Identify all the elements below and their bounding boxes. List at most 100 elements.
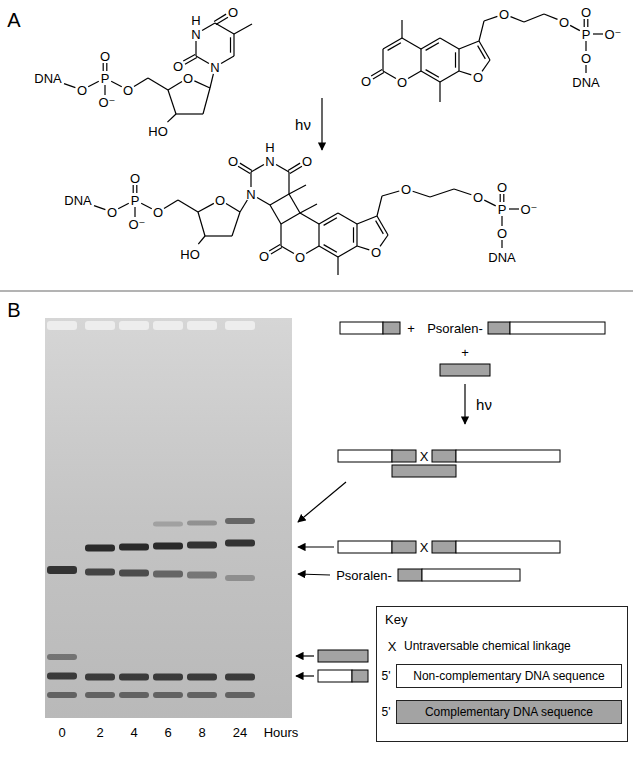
atom-label: O — [499, 8, 509, 21]
atom-label: H — [265, 141, 274, 154]
atom-label: O — [228, 155, 238, 168]
gel-well — [119, 321, 149, 330]
gel-well — [187, 321, 217, 330]
bond-line — [459, 71, 471, 75]
atom-label: O — [473, 191, 483, 204]
bond-line — [257, 198, 270, 205]
atom-label: P — [498, 203, 507, 216]
atom-label: O — [497, 181, 507, 194]
bond-line — [426, 43, 439, 51]
strand-label: Psoralen- — [427, 322, 483, 335]
gel-band — [153, 692, 183, 698]
bond-line — [94, 206, 105, 210]
bond-line — [270, 205, 281, 224]
bond-line — [501, 240, 502, 248]
gel-band — [119, 692, 149, 698]
bond-line — [439, 82, 440, 102]
bond-line — [300, 204, 317, 213]
bond-line — [300, 213, 319, 224]
bond-line — [338, 213, 357, 224]
panel-letter: B — [7, 300, 20, 320]
chemical-bonds — [64, 14, 603, 275]
bond-line — [240, 163, 252, 170]
gel-band — [119, 674, 149, 681]
dna-strand-bar — [352, 670, 368, 682]
atom-label: O — [361, 75, 371, 88]
dna-strand-bar — [338, 450, 392, 462]
bond-line — [587, 19, 588, 27]
bond-line — [544, 14, 558, 19]
bond-line — [510, 17, 524, 22]
bond-line — [430, 189, 454, 197]
atom-label: O — [397, 76, 407, 89]
bond-line — [500, 194, 501, 202]
gel-well — [225, 321, 255, 330]
bond-line — [271, 248, 282, 254]
dna-strand-bar — [488, 322, 510, 334]
bond-line — [214, 14, 226, 21]
dna-strand-bar — [432, 450, 456, 462]
strand-end-label: 5' — [382, 670, 391, 682]
panel-divider — [0, 290, 633, 292]
atom-label: O — [107, 206, 117, 219]
bond-line — [289, 194, 300, 213]
atom-label: DNA — [572, 76, 599, 89]
bond-line — [168, 90, 176, 114]
bond-line — [420, 49, 421, 71]
strand-end-label: 5' — [382, 706, 391, 718]
atom-label: DNA — [64, 194, 91, 207]
plus-sign: + — [461, 346, 469, 359]
lane-label: 6 — [164, 726, 171, 739]
bond-line — [198, 236, 205, 244]
bond-line — [593, 33, 603, 34]
dna-strand-bar — [392, 541, 416, 553]
dna-strand-bar — [392, 465, 456, 477]
atom-label: O — [581, 52, 591, 65]
atom-label: O⁻ — [129, 218, 146, 231]
gel-band — [187, 521, 217, 526]
key-heading: Key — [377, 607, 415, 632]
bond-line — [88, 81, 99, 87]
bond-line — [357, 216, 377, 224]
bond-line — [503, 194, 504, 202]
atom-label: O — [302, 155, 312, 168]
bond-line — [196, 56, 209, 63]
gel-band — [85, 569, 115, 576]
bond-line — [185, 58, 197, 65]
plus-sign: + — [407, 322, 415, 335]
bond-line — [482, 60, 490, 71]
atom-label: N — [246, 188, 255, 201]
bond-line — [198, 203, 214, 212]
bond-line — [337, 257, 338, 275]
gel-band — [225, 518, 255, 524]
atom-label: O — [153, 206, 163, 219]
bond-line — [276, 165, 289, 172]
gel-band — [153, 571, 183, 578]
bond-line — [203, 88, 210, 114]
dna-strand-bar — [318, 670, 352, 682]
bond-line — [230, 37, 231, 52]
dna-strand-bar — [318, 650, 368, 662]
bond-line — [585, 41, 586, 51]
atom-label: HO — [180, 248, 200, 261]
bond-line — [221, 56, 234, 63]
atom-label: O — [581, 6, 591, 19]
bond-line — [413, 191, 430, 197]
lane-label: 24 — [233, 726, 247, 739]
bond-line — [168, 82, 182, 90]
bond-line — [338, 246, 357, 257]
legend-text: Non-complementary DNA sequence — [413, 670, 604, 682]
gel-band — [85, 674, 115, 681]
gel-band — [225, 540, 255, 547]
atom-label: O — [130, 172, 140, 185]
gel-band — [47, 673, 77, 680]
dna-strand-bar — [392, 450, 416, 462]
arrow-line — [296, 655, 314, 656]
gel-band — [119, 544, 149, 551]
dna-strand-bar — [422, 569, 520, 581]
bond-line — [459, 41, 479, 49]
atom-label: O — [100, 50, 110, 63]
atom-label: O — [401, 183, 411, 196]
gel-band — [85, 545, 115, 552]
bond-line — [377, 196, 382, 216]
